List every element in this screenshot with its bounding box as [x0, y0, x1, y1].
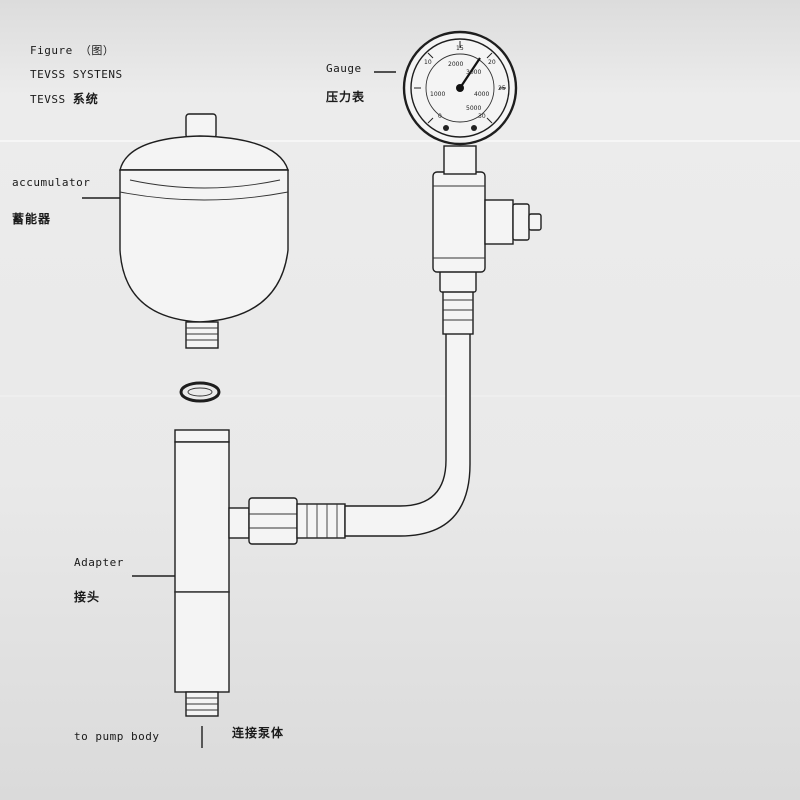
gauge-ticks [414, 41, 506, 124]
hose-coupling [248, 497, 346, 545]
tee-branch [484, 199, 514, 245]
dial-label: 5000 [466, 105, 481, 112]
accumulator-dome [119, 135, 289, 171]
tee-body [432, 171, 486, 273]
gauge-screw [471, 125, 477, 131]
gauge-label: Gauge [326, 62, 362, 75]
accumulator-drawing [82, 113, 289, 349]
dial-label: 20 [488, 59, 496, 66]
system-name-cn-line: TEVSS 系统 [30, 92, 99, 107]
dial-label: 15 [456, 45, 464, 52]
valve-nut [512, 203, 530, 241]
dial-label: 0 [438, 113, 442, 120]
gauge-inner-scale [425, 53, 495, 123]
accumulator-label-cn: 蓄能器 [12, 212, 52, 226]
o-ring-seal [179, 381, 221, 403]
hose-nut [248, 497, 298, 545]
paper-fold-line [0, 395, 800, 397]
dial-label: 4000 [474, 91, 489, 98]
dial-label: 30 [478, 113, 486, 120]
hose-ferrule [296, 503, 346, 539]
pump-body-label: to pump body [74, 730, 160, 743]
dial-label: 3000 [466, 69, 481, 76]
upper-nut [439, 269, 477, 293]
adapter-label-cn: 接头 [74, 590, 101, 604]
paper-fold-line [0, 140, 800, 142]
gauge-face [410, 38, 510, 138]
dial-label: 25 [498, 85, 506, 92]
accumulator-body [119, 169, 289, 323]
gauge-pivot [456, 84, 464, 92]
high-pressure-hose [344, 329, 471, 537]
dial-label: 1000 [430, 91, 445, 98]
tee-fitting [432, 171, 542, 273]
dial-label: 2000 [448, 61, 463, 68]
adapter-label: Adapter [74, 556, 124, 569]
adapter-drawing [132, 429, 250, 748]
accumulator-seam [129, 179, 281, 189]
valve-stem [528, 213, 542, 231]
adapter-cap [174, 429, 230, 443]
accumulator-top-nut [185, 113, 217, 139]
adapter-upper-body [174, 441, 230, 593]
accumulator-neck [185, 321, 219, 349]
gauge-needle [459, 57, 481, 89]
pump-body-label-cn: 连接泵体 [232, 726, 285, 740]
accumulator-seam [119, 191, 289, 201]
figure-title: Figure （图） [30, 44, 115, 57]
pressure-gauge: 15 10 20 25 2000 3000 4000 5000 1000 0 3… [374, 30, 518, 175]
adapter-side-port [228, 507, 250, 539]
adapter-lower-body [174, 591, 230, 693]
upper-hose-coupling [439, 269, 477, 335]
gauge-stem [443, 145, 477, 175]
gauge-screw [443, 125, 449, 131]
system-name-en: TEVSS [30, 93, 66, 106]
upper-ferrule [442, 289, 474, 335]
dial-label: 10 [424, 59, 432, 66]
system-name: TEVSS SYSTENS [30, 68, 123, 81]
accumulator-label: accumulator [12, 176, 91, 189]
gauge-label-cn: 压力表 [326, 90, 366, 104]
system-name-cn: 系统 [72, 92, 99, 106]
